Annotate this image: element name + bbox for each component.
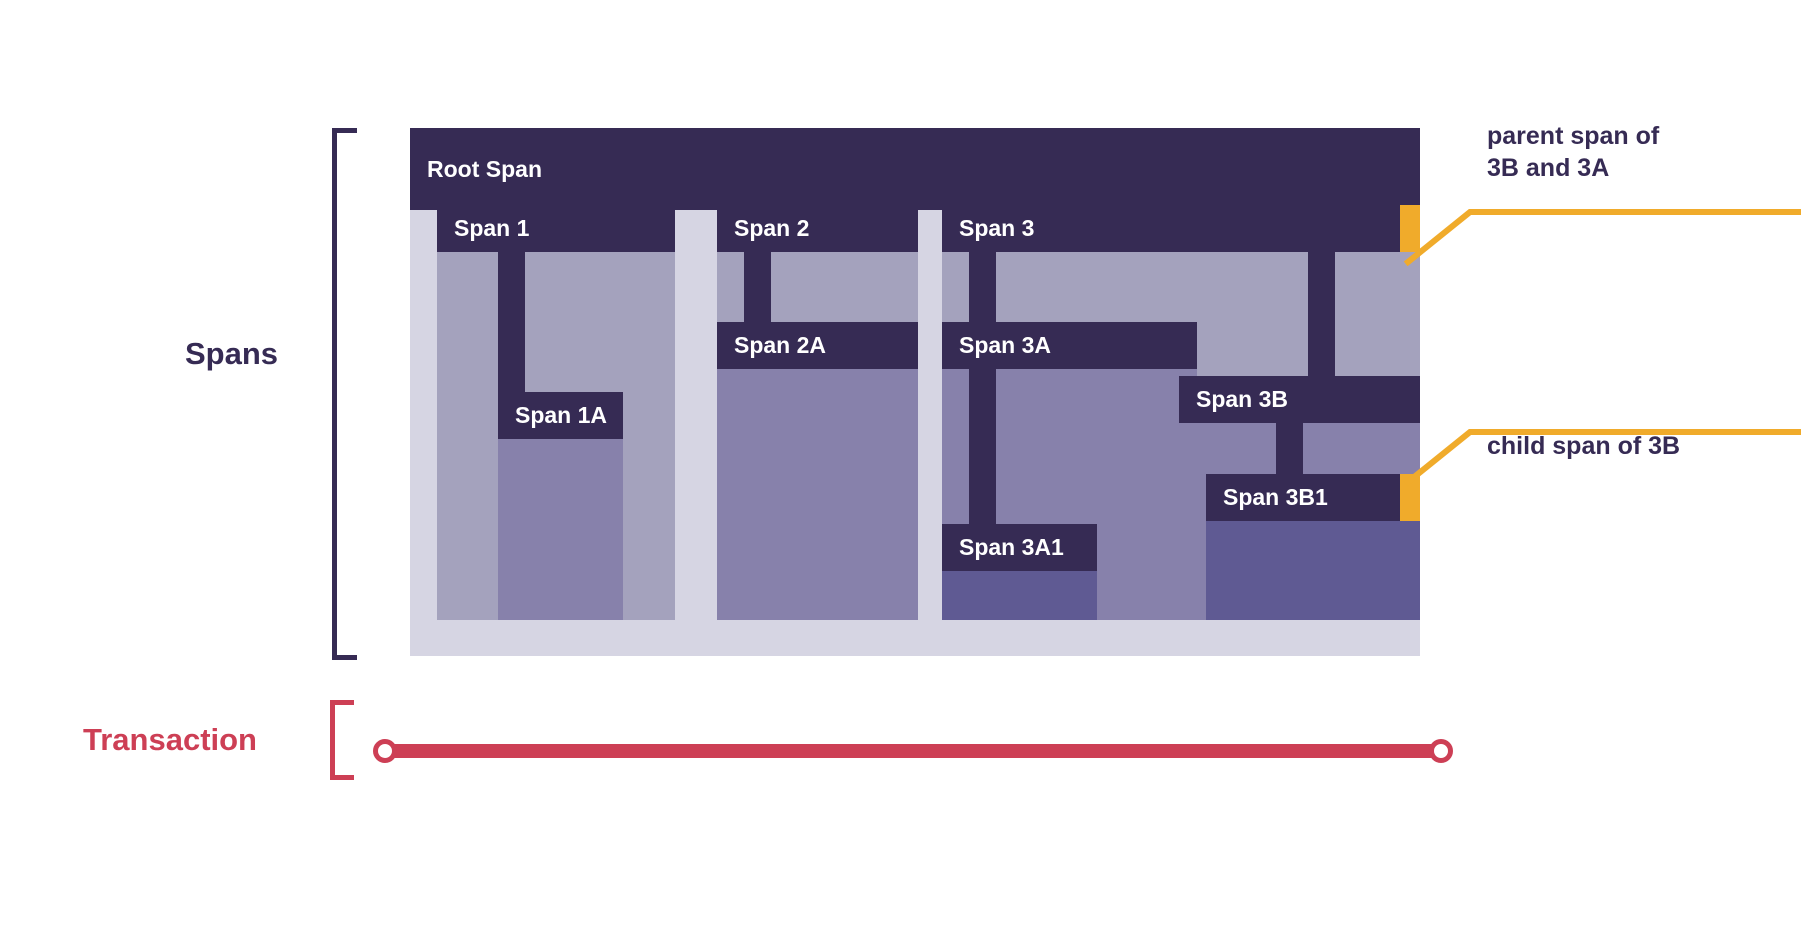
parent-span-callout-line	[1400, 180, 1801, 270]
connector-span3b-to-span3b1	[1276, 423, 1303, 474]
span-2a-header[interactable]: Span 2A	[717, 322, 918, 369]
span-1a-body	[498, 439, 623, 620]
parent-span-annotation: parent span of 3B and 3A	[1487, 122, 1660, 182]
span-3a1-header[interactable]: Span 3A1	[942, 524, 1097, 571]
child-span-annotation: child span of 3B	[1487, 432, 1681, 460]
span-2-header[interactable]: Span 2	[717, 205, 918, 252]
span-3a-header[interactable]: Span 3A	[942, 322, 1197, 369]
span-2a-body	[717, 369, 918, 620]
span-3b1-body	[1206, 521, 1420, 620]
span-root-header[interactable]: Root Span	[410, 128, 1420, 210]
spans-label: Spans	[185, 336, 279, 371]
transaction-end-handle[interactable]	[1429, 739, 1453, 763]
span-1a-header[interactable]: Span 1A	[498, 392, 623, 439]
transaction-timeline-bar[interactable]	[378, 744, 1440, 758]
span-1-header-bar[interactable]: Span 1	[437, 205, 675, 252]
span-3b-header[interactable]: Span 3B	[1179, 376, 1420, 423]
span-3-header[interactable]: Span 3	[942, 205, 1420, 252]
connector-span3a-to-span3a1	[969, 369, 996, 524]
transaction-label: Transaction	[83, 722, 257, 757]
child-span-marker	[1400, 474, 1420, 521]
connector-span3-to-span3b	[1308, 252, 1335, 376]
span-3a1-body	[942, 571, 1097, 620]
span-3b1-header[interactable]: Span 3B1	[1206, 474, 1420, 521]
parent-span-marker	[1400, 205, 1420, 252]
transaction-bracket	[330, 700, 354, 780]
child-span-callout-line	[1400, 400, 1801, 490]
connector-span2-to-span2a	[744, 252, 771, 322]
transaction-start-handle[interactable]	[373, 739, 397, 763]
spans-diagram: Root Span Span 1 Span 1A Span 2 Span 2A …	[410, 128, 1420, 656]
connector-span3-to-span3a	[969, 252, 996, 322]
spans-bracket	[332, 128, 357, 660]
